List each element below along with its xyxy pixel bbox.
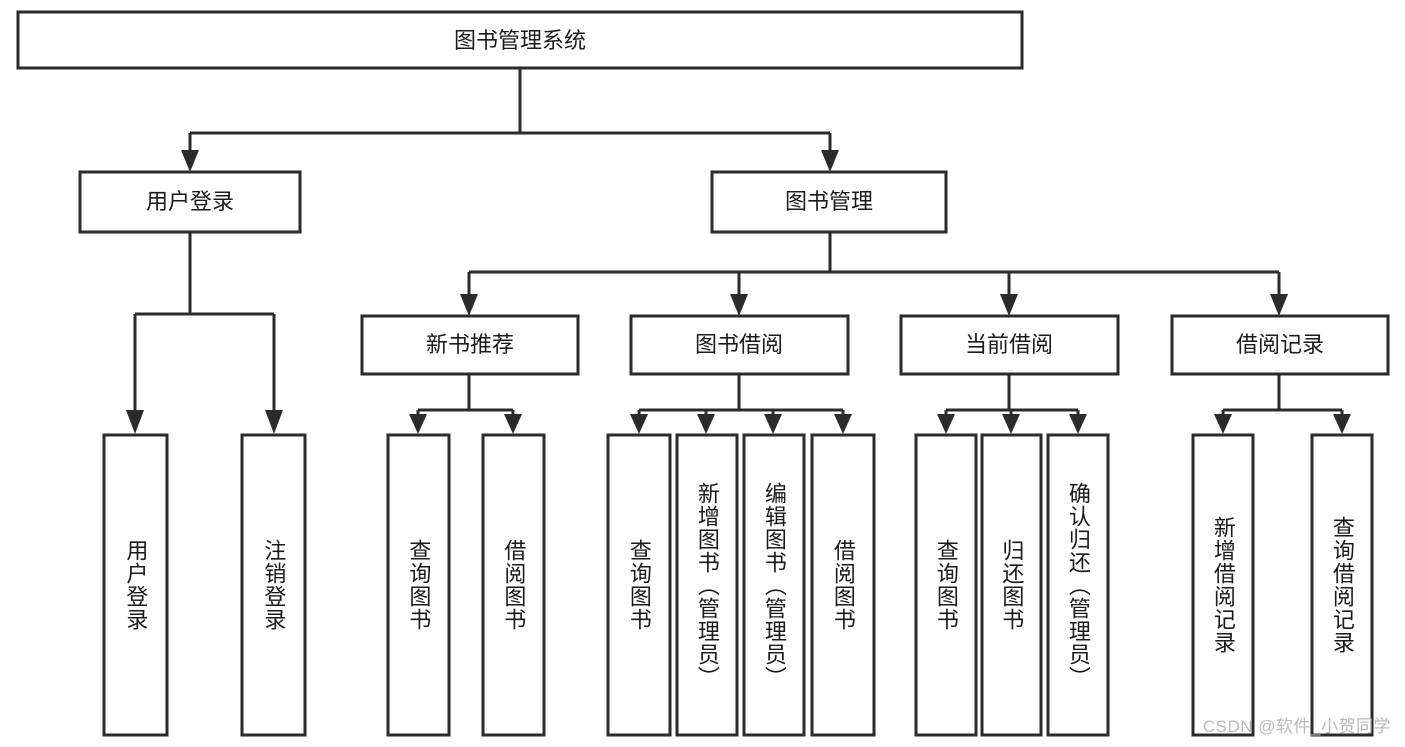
node-user-login-label: 用户登录 — [146, 189, 234, 214]
node-root-label: 图书管理系统 — [454, 28, 586, 53]
node-borrow-records-label: 借阅记录 — [1236, 332, 1324, 357]
connector-records-to-leaves — [1214, 375, 1351, 434]
node-book-management[interactable] — [710, 170, 948, 234]
node-book-borrow[interactable] — [629, 314, 850, 376]
connector-current-to-leaves — [937, 375, 1087, 434]
node-new-book-recommend-label: 新书推荐 — [426, 332, 514, 357]
connector-bookmgmt-to-level3 — [460, 233, 1288, 316]
leaf-borrow-add[interactable] — [675, 433, 739, 737]
leaf-records-add[interactable] — [1191, 433, 1255, 737]
node-new-book-recommend[interactable] — [360, 314, 580, 376]
leaf-user-login-login[interactable] — [102, 433, 169, 737]
leaf-borrow-lend[interactable] — [810, 433, 876, 737]
node-book-borrow-label: 图书借阅 — [695, 332, 783, 357]
node-root[interactable] — [16, 10, 1024, 70]
leaf-borrow-query[interactable] — [606, 433, 672, 737]
connector-borrow-to-leaves — [630, 375, 852, 434]
leaf-current-query[interactable] — [914, 433, 978, 737]
csdn-watermark: CSDN @软件_小贺同学 — [1202, 717, 1391, 736]
node-user-login[interactable] — [78, 170, 302, 234]
leaf-newbook-query[interactable] — [386, 433, 451, 737]
node-borrow-records[interactable] — [1170, 314, 1390, 376]
connector-userlogin-to-leaves — [126, 233, 283, 434]
node-current-borrow[interactable] — [899, 314, 1120, 376]
connector-root-to-level2 — [181, 68, 839, 172]
node-current-borrow-label: 当前借阅 — [965, 332, 1053, 357]
leaf-current-return[interactable] — [980, 433, 1043, 737]
connector-newbook-to-leaves — [409, 375, 522, 434]
node-book-management-label: 图书管理 — [785, 189, 873, 214]
leaf-user-login-logout[interactable] — [240, 433, 307, 737]
leaf-newbook-borrow[interactable] — [481, 433, 546, 737]
leaf-current-confirm-return[interactable] — [1046, 433, 1110, 737]
leaf-borrow-edit[interactable] — [742, 433, 806, 737]
leaf-records-query[interactable] — [1310, 433, 1374, 737]
